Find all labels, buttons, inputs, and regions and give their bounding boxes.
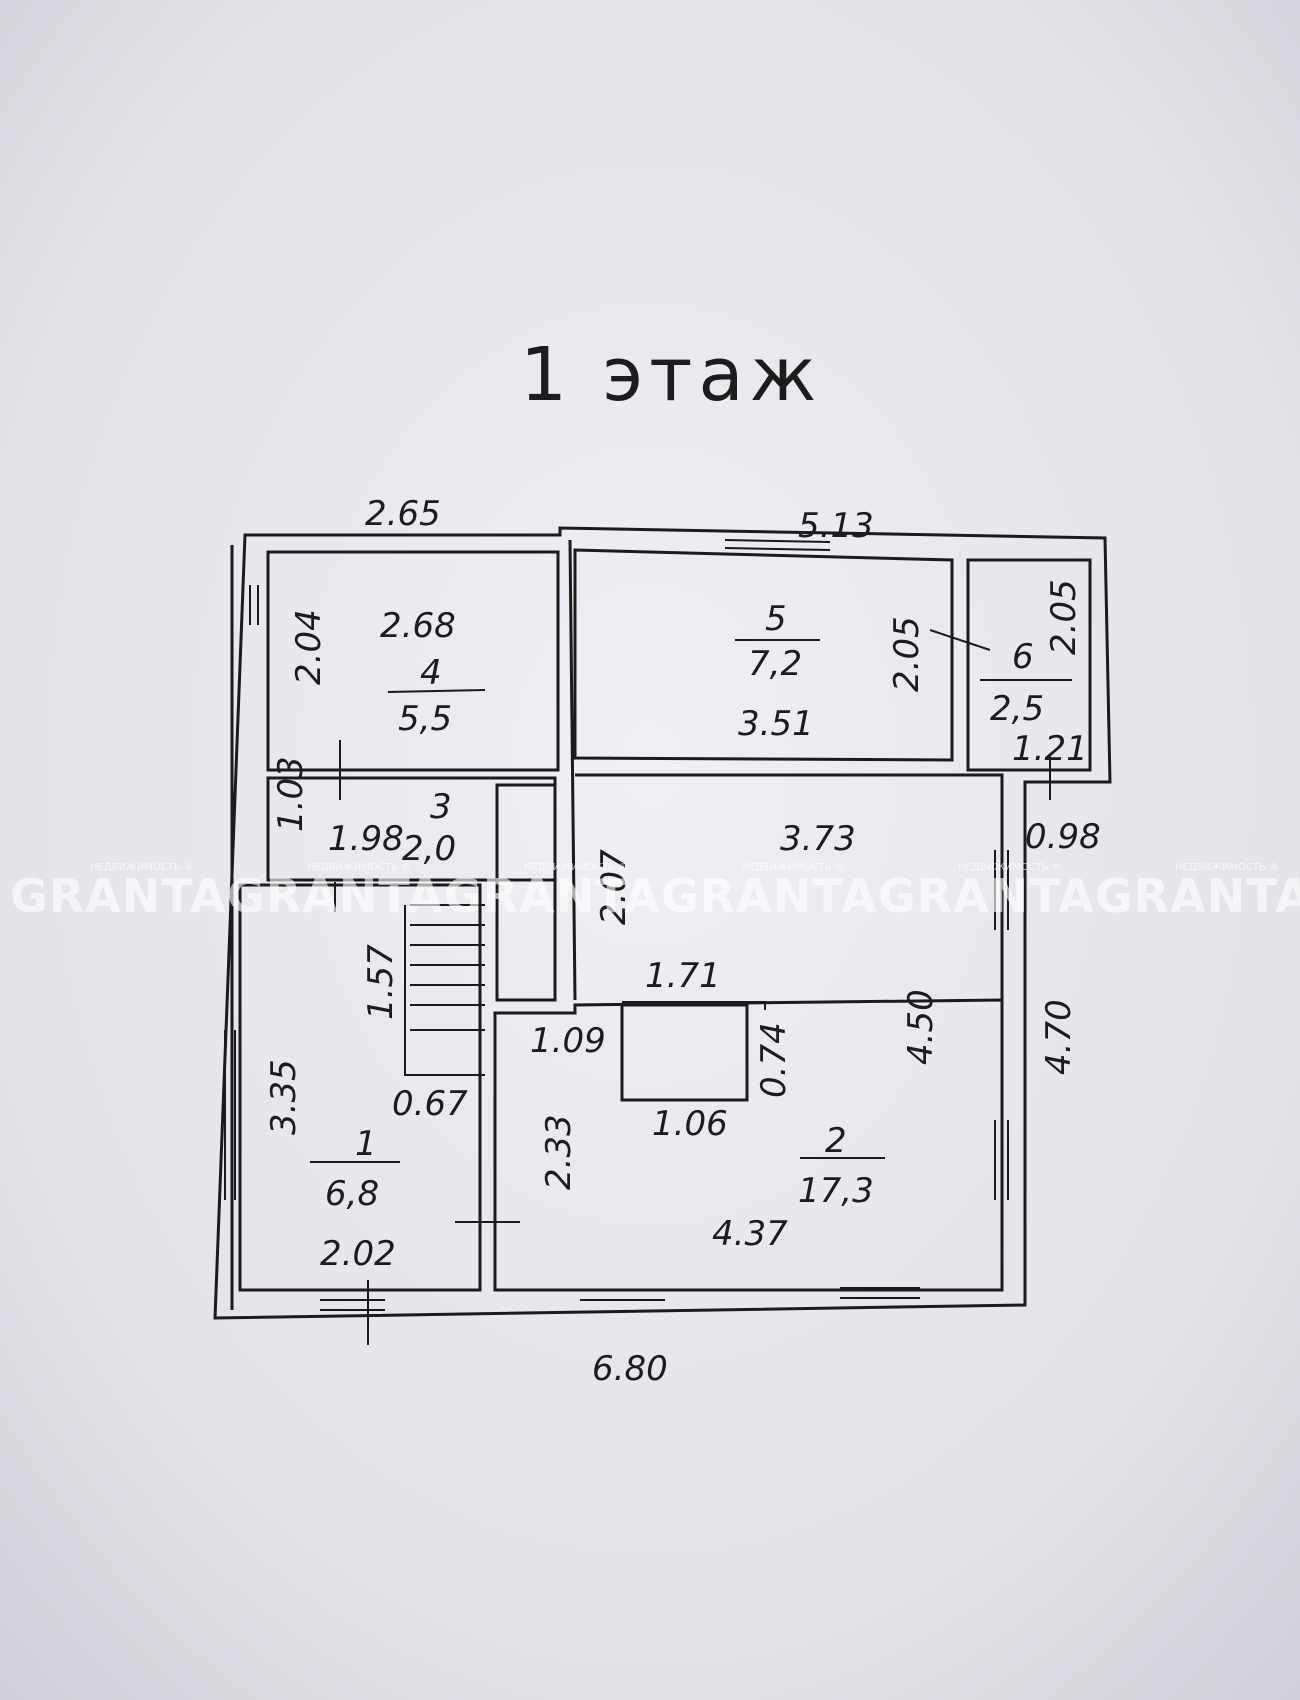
dim-r5-height: 2.05 (887, 616, 927, 692)
room-2-area: 17,3 (798, 1171, 874, 1211)
dim-stove-top: 1.71 (645, 956, 721, 996)
dim-stove-left: 1.09 (530, 1021, 606, 1061)
room-3-number: 3 (430, 787, 452, 827)
dim-bottom: 6.80 (592, 1349, 668, 1389)
staircase (404, 904, 485, 1076)
watermark-subtitle: НЕДВИЖИМОСТЬ ® (90, 862, 194, 873)
dim-r4-width: 2.68 (380, 606, 456, 646)
dim-corridor-width: 3.73 (780, 819, 856, 859)
dim-r4-height: 2.04 (289, 609, 329, 685)
watermark-subtitle: НЕДВИЖИМОСТЬ ® (524, 862, 628, 873)
dim-r3-width: 1.98 (328, 819, 404, 859)
room-4-area: 5,5 (398, 699, 452, 739)
dim-stair-height: 1.57 (361, 944, 401, 1020)
room-2-number: 2 (825, 1121, 847, 1161)
dim-corridor-height: 2.07 (594, 849, 634, 925)
room-1-area: 6,8 (325, 1174, 379, 1214)
dim-top-right: 5.13 (798, 506, 874, 546)
watermark-brand: GRANTA (1095, 869, 1300, 923)
dim-r6-ext: 0.98 (1025, 817, 1101, 857)
watermark-subtitle: НЕДВИЖИМОСТЬ ® (1175, 862, 1279, 873)
watermark-subtitle: НЕДВИЖИМОСТЬ ® (307, 862, 411, 873)
openings (224, 539, 1051, 1345)
dim-r2-left-height: 2.33 (539, 1114, 579, 1190)
dim-r1-width: 2.02 (320, 1234, 396, 1274)
dim-stove-depth: 0.74 (754, 1022, 794, 1098)
dim-r2-width: 4.37 (712, 1214, 788, 1254)
room-3-area: 2,0 (402, 829, 456, 869)
dim-r6-height: 2.05 (1044, 579, 1084, 655)
dim-stair-width: 0.67 (392, 1084, 468, 1124)
dim-top-left: 2.65 (365, 494, 441, 534)
dim-r2-height: 4.50 (901, 989, 941, 1065)
dim-right-outer: 4.70 (1039, 999, 1079, 1075)
stove (620, 1003, 749, 1102)
dim-r1-height: 3.35 (264, 1059, 304, 1135)
page-title: 1 этаж (520, 332, 822, 418)
watermark-brand: GRANTA (10, 869, 227, 923)
watermark-brand: GRANTA (661, 869, 878, 923)
room-1-number: 1 (355, 1124, 377, 1164)
room-4-number: 4 (420, 653, 442, 693)
watermark-brand: GRANTA (878, 869, 1095, 923)
area-fraction-bars (310, 639, 1072, 1163)
watermark-brand: GRANTA (227, 869, 444, 923)
dim-stove-bottom: 1.06 (652, 1104, 728, 1144)
room-5-area: 7,2 (748, 644, 802, 684)
room-5-number: 5 (765, 599, 787, 639)
dim-r6-width: 1.21 (1012, 729, 1088, 769)
dim-r5-width: 3.51 (738, 704, 814, 744)
room-6-number: 6 (1012, 637, 1034, 677)
watermark-brand: GRANTA (444, 869, 661, 923)
watermark-subtitle: НЕДВИЖИМОСТЬ ® (741, 862, 845, 873)
watermark-subtitle: НЕДВИЖИМОСТЬ ® (958, 862, 1062, 873)
outer-walls (213, 526, 1112, 1320)
room-6-area: 2,5 (990, 689, 1044, 729)
dim-r3-height: 1.03 (271, 756, 311, 832)
